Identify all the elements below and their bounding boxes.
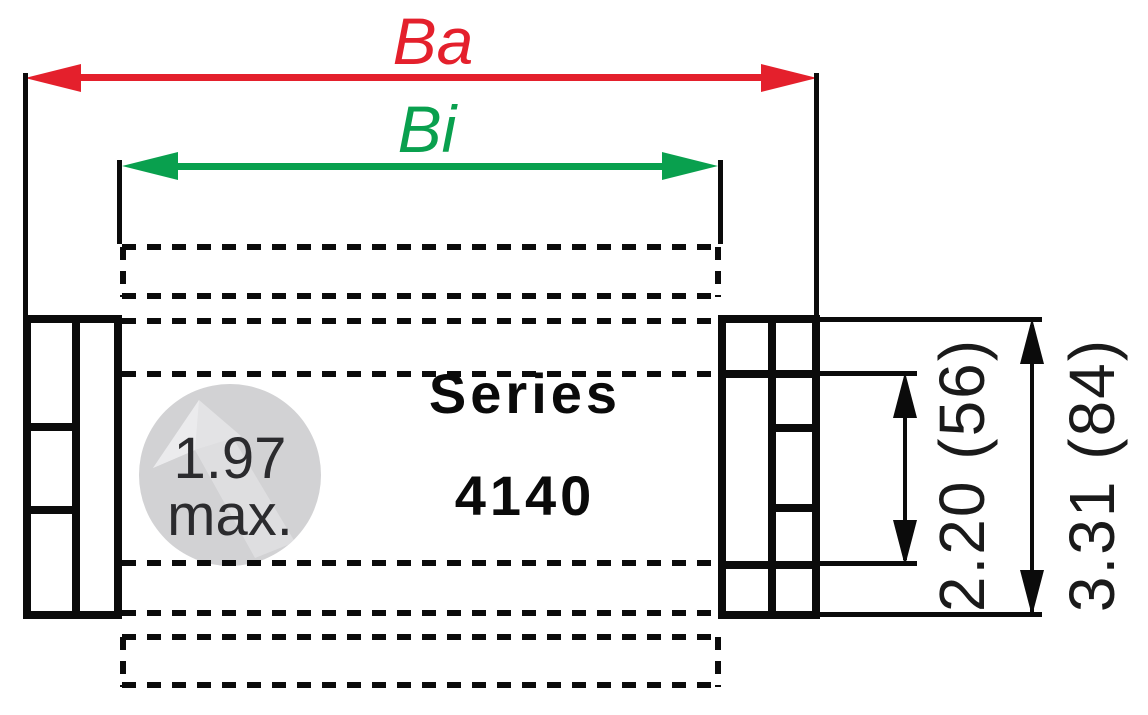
ba-label: Ba [392,4,474,78]
series-word: Series [428,362,622,425]
right-plate-cell-line [768,424,820,432]
bi-dimension-line [140,163,700,170]
bend-arrow-watermark-icon [153,400,295,558]
dashed-chain-line [122,318,718,324]
dashed-chain-line [122,610,718,616]
outer-height-extension-bottom [820,612,1042,617]
ba-dimension-line [48,74,794,81]
bi-extension-line-left [117,160,122,244]
dashed-chain-line [122,293,718,299]
inner-height-arrowhead-up [893,372,917,418]
right-plate-band-line [718,561,820,569]
left-plate-divider [72,315,80,619]
outer-height-dimension-line [1030,325,1034,613]
right-plate-band-line [718,370,820,378]
bi-label: Bi [397,92,457,166]
dashed-chain-edge [120,247,126,297]
bend-note-qualifier: max. [167,483,293,548]
dashed-chain-edge [715,247,721,297]
dashed-chain-line [122,371,718,377]
dashed-chain-line [122,634,718,640]
dashed-chain-edge [120,637,126,687]
dashed-chain-line [122,244,718,250]
bend-note-text: 1.97 max. [139,426,321,548]
inner-height-label: 2.20 (56) [926,337,998,613]
inner-height-extension-bottom [820,561,917,566]
bi-arrowhead-right [662,152,718,180]
bi-extension-line-right [718,160,723,244]
outer-height-extension-top [820,317,1042,322]
inner-height-arrowhead-down [893,520,917,566]
ba-extension-line-right [814,73,819,315]
right-plate-divider [768,315,776,619]
ba-arrowhead-right [761,64,817,92]
left-plate-cell-line [23,423,80,431]
ba-arrowhead-left [25,64,81,92]
bend-note-value: 1.97 [173,426,287,491]
outer-height-arrowhead-up [1020,318,1044,364]
ba-extension-line-left [23,73,28,315]
left-plate-cell-line [23,506,80,514]
bend-note-circle [139,384,321,566]
inner-height-dimension-line [903,380,907,560]
outer-height-label: 3.31 (84) [1056,337,1128,613]
right-plate-cell-line [768,504,820,512]
series-number: 4140 [454,464,596,527]
outer-height-arrowhead-down [1020,570,1044,616]
dashed-chain-line [122,560,718,566]
dashed-chain-line [122,682,718,688]
bi-arrowhead-left [122,152,178,180]
dashed-chain-edge [715,637,721,687]
inner-height-extension-top [820,371,917,376]
